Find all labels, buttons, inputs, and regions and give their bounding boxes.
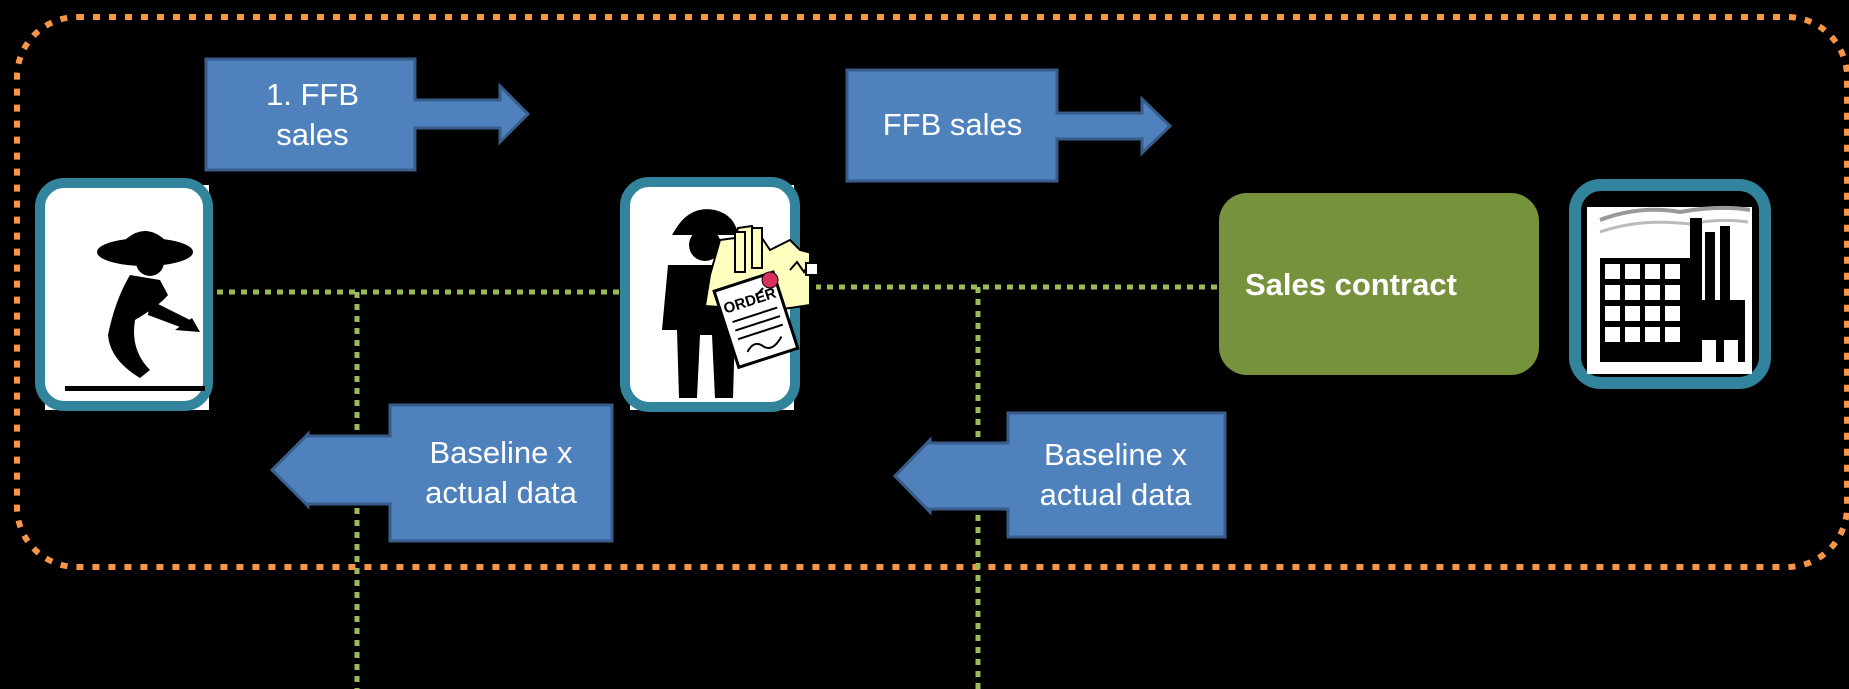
factory-icon	[1569, 179, 1771, 389]
farmer-icon	[35, 178, 213, 411]
system-boundary	[14, 14, 1849, 570]
baseline-arrow-2[interactable]	[892, 411, 1227, 539]
connector-lines	[205, 284, 1245, 689]
ffb-sales-arrow-2[interactable]	[845, 68, 1173, 183]
sales-contract-box[interactable]	[1219, 193, 1539, 375]
baseline-label-1: Baseline x actual data	[425, 434, 577, 510]
mill-worker-order-icon: ORDER	[620, 177, 819, 412]
ffb-sales-label-1: 1. FFB sales	[265, 76, 359, 152]
ffb-sales-label-2: FFB sales	[882, 106, 1023, 142]
baseline-label-2: Baseline x actual data	[1039, 436, 1192, 512]
baseline-arrow-1[interactable]	[269, 403, 614, 543]
sales-contract-label: Sales contract	[1245, 267, 1457, 302]
ffb-sales-arrow-1[interactable]	[204, 57, 531, 172]
